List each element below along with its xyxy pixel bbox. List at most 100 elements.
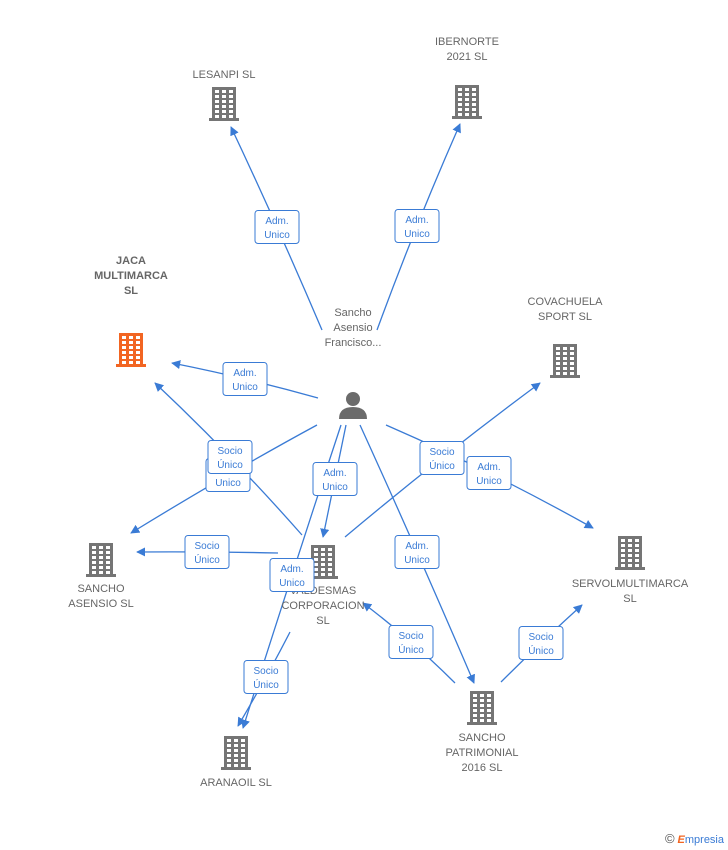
building-window: [227, 759, 231, 762]
edge-label-line: Único: [253, 678, 279, 691]
building-window: [480, 714, 484, 717]
building-window: [99, 561, 103, 564]
brand-footer[interactable]: ©Empresia: [665, 831, 724, 846]
node-label-line: SL: [316, 615, 329, 627]
building-window: [563, 347, 567, 350]
building-window: [480, 709, 484, 712]
node-aranaoil[interactable]: ARANAOIL SL: [200, 736, 272, 789]
building-window: [556, 347, 560, 350]
edge-label-person-to-sancho_patrimonial[interactable]: Adm.Unico: [394, 535, 440, 569]
building-window: [465, 98, 469, 101]
building-window: [106, 566, 110, 569]
edge-label-box: [518, 626, 564, 660]
edge-label-person-to-servol[interactable]: Adm.Unico: [466, 456, 512, 490]
building-window: [628, 539, 632, 542]
building-window: [472, 93, 476, 96]
brand-name: mpresia: [684, 834, 724, 846]
building-window: [465, 108, 469, 111]
node-person[interactable]: SanchoAsensioFrancisco...: [325, 307, 382, 419]
building-window: [570, 372, 574, 375]
node-label-line: PATRIMONIAL: [446, 747, 519, 759]
edge-label-person-to-aranaoil[interactable]: Adm.Unico: [269, 558, 315, 592]
building-window: [241, 759, 245, 762]
edge-label-line: Unico: [476, 476, 502, 487]
building-window: [241, 749, 245, 752]
building-window: [570, 367, 574, 370]
building-icon: [467, 691, 497, 725]
building-window: [215, 110, 219, 113]
edge-label-line: Unico: [215, 478, 241, 489]
building-window: [215, 90, 219, 93]
building-window: [473, 694, 477, 697]
node-label-line: SERVOLMULTIMARCA: [572, 578, 689, 590]
node-label-line: Sancho: [334, 307, 371, 319]
edge-label-line: Único: [217, 458, 243, 471]
building-window: [314, 573, 318, 576]
building-window: [136, 336, 140, 339]
building-window: [92, 556, 96, 559]
building-window: [328, 573, 332, 576]
building-window: [635, 539, 639, 542]
node-label-line: 2021 SL: [447, 51, 488, 63]
building-window: [222, 95, 226, 98]
edge-label-line: Socio: [528, 632, 553, 643]
edge-label-line: Adm.: [405, 541, 428, 552]
building-base: [116, 364, 146, 367]
building-window: [129, 356, 133, 359]
building-window: [570, 347, 574, 350]
building-window: [487, 714, 491, 717]
building-window: [229, 115, 233, 118]
building-window: [487, 704, 491, 707]
building-window: [465, 93, 469, 96]
building-window: [229, 90, 233, 93]
building-window: [563, 352, 567, 355]
edge-label-box: [466, 456, 512, 490]
edge-label-person-to-jaca[interactable]: Adm.Unico: [222, 362, 268, 396]
node-label-line: CORPORACION: [281, 600, 364, 612]
edge-label-line: Único: [429, 459, 455, 472]
brand-initial: E: [677, 834, 685, 846]
building-window: [458, 113, 462, 116]
building-window: [234, 759, 238, 762]
node-servol[interactable]: SERVOLMULTIMARCA SL: [572, 536, 689, 605]
building-window: [314, 563, 318, 566]
edge-label-person-to-lesanpi[interactable]: Adm.Unico: [254, 210, 300, 244]
edge-labels-layer: Adm.UnicoAdm.UnicoAdm.UnicoAdm.UnicoAdm.…: [184, 209, 564, 694]
edge-label-line: Adm.: [280, 564, 303, 575]
building-window: [314, 568, 318, 571]
building-window: [473, 714, 477, 717]
building-window: [222, 105, 226, 108]
company-name: ARANAOIL SL: [200, 777, 272, 789]
edge-label-person-to-ibernorte[interactable]: Adm.Unico: [394, 209, 440, 243]
building-window: [328, 568, 332, 571]
building-window: [472, 103, 476, 106]
edge-label-person-to-valdesmas[interactable]: Adm.Unico: [312, 462, 358, 496]
edge-label-line: Unico: [264, 230, 290, 241]
building-window: [241, 764, 245, 767]
building-window: [570, 357, 574, 360]
building-window: [472, 113, 476, 116]
building-window: [328, 563, 332, 566]
edge-label-box: [394, 209, 440, 243]
node-lesanpi[interactable]: LESANPI SL: [193, 69, 256, 121]
building-window: [99, 556, 103, 559]
node-label-line: SL: [623, 593, 636, 605]
building-window: [321, 573, 325, 576]
building-window: [129, 346, 133, 349]
building-window: [241, 754, 245, 757]
building-window: [621, 554, 625, 557]
building-window: [563, 362, 567, 365]
edge-label-line: Único: [398, 643, 424, 656]
building-window: [92, 546, 96, 549]
